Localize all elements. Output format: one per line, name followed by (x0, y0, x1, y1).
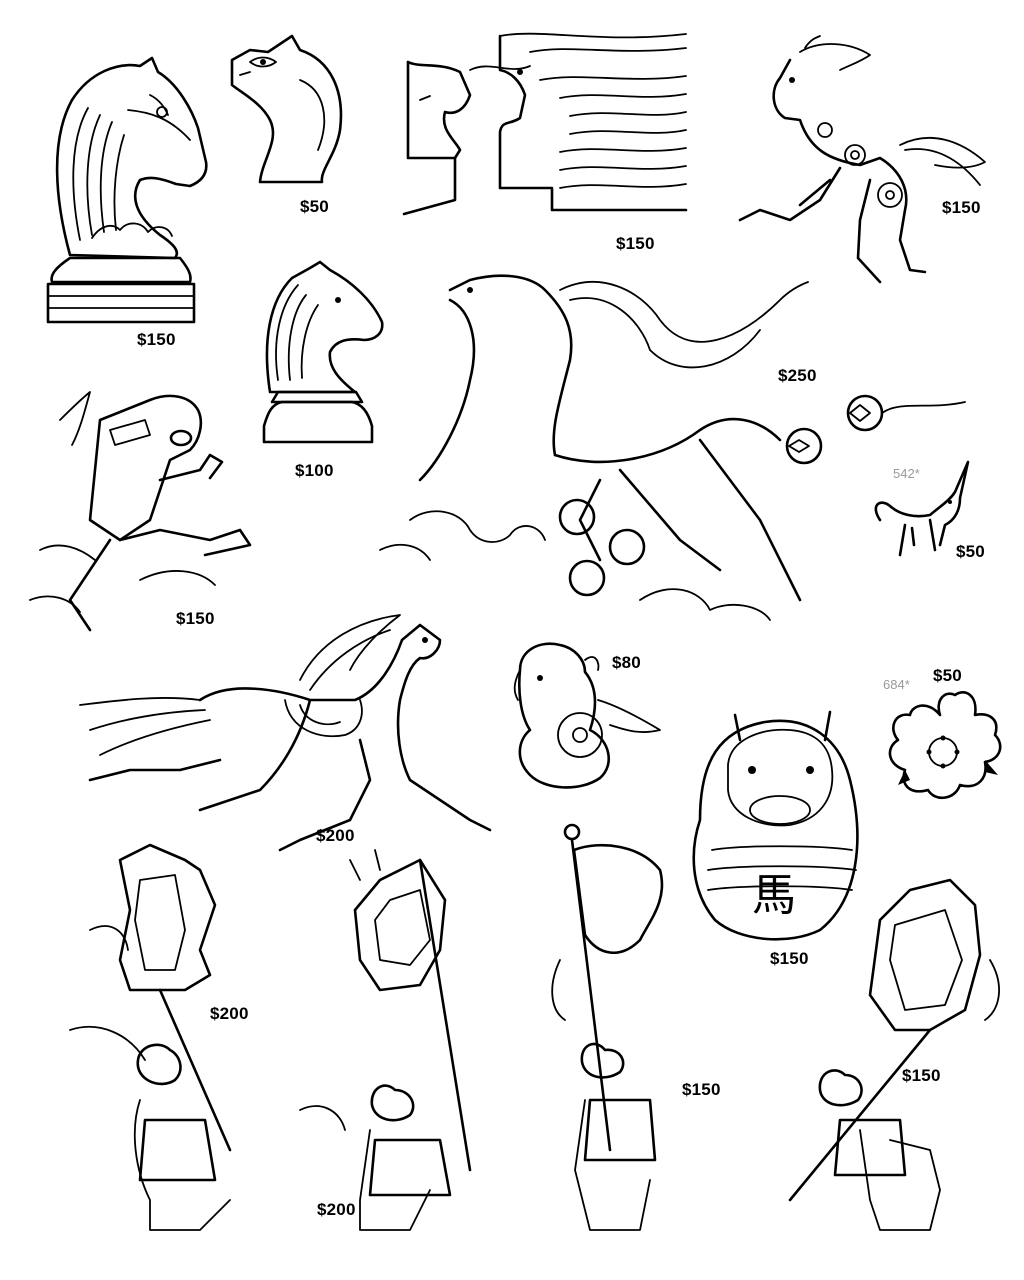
knight-abstract-icon (230, 34, 343, 184)
chess-knight-ornate-icon (46, 56, 208, 324)
price-flying-horse-coins: $250 (778, 366, 817, 385)
price-child-banner-left: $200 (210, 1004, 249, 1023)
price-cartoon-horse-rocket: $150 (176, 609, 215, 628)
double-horse-waves-icon (402, 32, 688, 216)
price-galloping-horse: $200 (316, 826, 355, 845)
chess-knight-simple-icon (262, 260, 384, 444)
price-floral-horse: $150 (942, 198, 981, 217)
ref-tiny-unicorn: 542* (893, 466, 920, 481)
price-double-horse-waves: $150 (616, 234, 655, 253)
price-tiny-unicorn: $50 (956, 542, 985, 561)
floral-horse-icon (738, 35, 986, 284)
ref-sakura-flower: 684* (883, 677, 910, 692)
price-chess-knight-simple: $100 (295, 461, 334, 480)
horse-kanji-glyph: 馬 (752, 870, 796, 921)
horse-daruma-icon: 馬 (692, 710, 859, 941)
horse-gourd-icon (513, 642, 661, 789)
child-flag-fringe-icon (299, 849, 472, 1231)
price-chess-knight-ornate: $150 (137, 330, 176, 349)
price-horse-daruma: $150 (770, 949, 809, 968)
price-knight-abstract: $50 (300, 197, 329, 216)
tiny-unicorn-icon (874, 460, 970, 557)
cartoon-horse-rocket-icon (29, 391, 252, 632)
price-sakura-flower: $50 (933, 666, 962, 685)
price-horse-gourd: $80 (612, 653, 641, 672)
galloping-horse-icon (79, 614, 492, 852)
price-child-flag-pole: $150 (682, 1080, 721, 1099)
child-banner-right-icon (788, 878, 1000, 1231)
child-banner-left-icon (69, 843, 232, 1231)
flying-horse-coins-icon (379, 274, 966, 621)
price-child-flag-fringe: $200 (317, 1200, 356, 1219)
sakura-flower-icon (888, 691, 1002, 799)
price-child-banner-right: $150 (902, 1066, 941, 1085)
child-flag-pole-icon (551, 823, 664, 1231)
